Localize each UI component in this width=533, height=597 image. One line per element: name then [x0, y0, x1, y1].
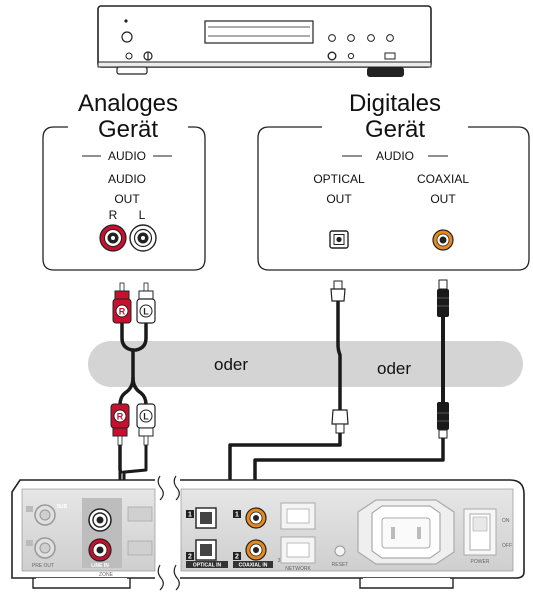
optical-out-label: OPTICAL — [313, 172, 365, 186]
network-ports — [280, 502, 316, 564]
power-switch — [463, 508, 497, 556]
rca-jack-right-red — [99, 224, 127, 252]
optical-plug-upper — [330, 280, 346, 302]
plug-badge-r-lower: R — [117, 412, 124, 422]
line-in-jacks — [82, 498, 122, 568]
jack-r-label: R — [109, 208, 118, 222]
sub-label: SUB — [57, 504, 68, 510]
oder-label-left: oder — [214, 355, 248, 374]
optical-jack — [329, 230, 349, 249]
zone-label: ZONE — [99, 572, 114, 578]
plug-badge-l-upper: L — [143, 307, 149, 317]
rca-plug-left-upper — [136, 282, 156, 324]
toggle-off-label: OFF — [502, 543, 512, 549]
coaxial-jack — [432, 229, 454, 251]
jack-l-label: L — [139, 208, 146, 222]
coaxial-plug-lower — [437, 402, 449, 439]
analog-device-label-2: Gerät — [98, 116, 158, 143]
oder-label-right: oder — [377, 359, 411, 378]
digital-device-label-2: Gerät — [365, 116, 425, 143]
port-num-1: 1 — [188, 512, 192, 519]
coaxial-in-ports — [233, 507, 267, 561]
plug-badge-r-upper: R — [119, 307, 126, 317]
analog-section-label: AUDIO — [108, 149, 146, 163]
coaxial-plug-upper — [437, 279, 449, 317]
player-buttons — [327, 34, 396, 61]
rca-plug-right-upper — [112, 282, 132, 324]
network-label: NETWORK — [285, 566, 311, 572]
digital-output-box: AUDIO OPTICAL OUT COAXIAL OUT — [257, 126, 530, 271]
audio-out-label: AUDIO — [108, 172, 146, 186]
coaxial-in-label: COAXIAL IN — [239, 563, 268, 569]
plug-badge-l-lower: L — [143, 412, 149, 422]
port-num-2: 2 — [188, 554, 192, 561]
line-in-label: LINE IN — [91, 563, 109, 569]
toggle-on-label: ON — [502, 518, 510, 524]
port-num-3: 1 — [235, 512, 239, 519]
source-player — [97, 5, 432, 77]
alternatives-band — [88, 341, 523, 387]
pre-out-label: PRE OUT — [32, 563, 54, 569]
power-label: POWER — [471, 559, 490, 565]
port-num-5: 3 — [278, 558, 281, 564]
coaxial-out-label-2: OUT — [430, 192, 456, 206]
rca-plug-left-lower — [136, 403, 156, 446]
optical-plug-lower — [331, 409, 349, 434]
optical-out-label-2: OUT — [326, 192, 352, 206]
rca-plug-right-lower — [110, 403, 130, 446]
optical-in-ports — [186, 507, 217, 561]
disc-tray — [204, 20, 314, 44]
ac-inlet — [357, 499, 455, 565]
reset-button — [334, 545, 346, 557]
reset-label: RESET — [332, 562, 349, 568]
rca-jack-left-white — [129, 224, 157, 252]
digital-section-label: AUDIO — [376, 149, 414, 163]
power-knob — [121, 31, 133, 43]
port-num-4: 2 — [235, 554, 239, 561]
digital-device-label: Digitales — [349, 90, 441, 117]
analog-output-box: AUDIO AUDIO OUT R L — [42, 126, 206, 271]
analog-device-label: Analoges — [78, 90, 178, 117]
coaxial-out-label: COAXIAL — [417, 172, 469, 186]
optical-in-label: OPTICAL IN — [193, 563, 222, 569]
pre-out-jacks — [26, 504, 56, 559]
receiver-rear-panel: SUB PRE OUT LINE IN ZONE 1 2 OPTICAL I — [11, 475, 525, 591]
audio-out-label-2: OUT — [114, 192, 140, 206]
